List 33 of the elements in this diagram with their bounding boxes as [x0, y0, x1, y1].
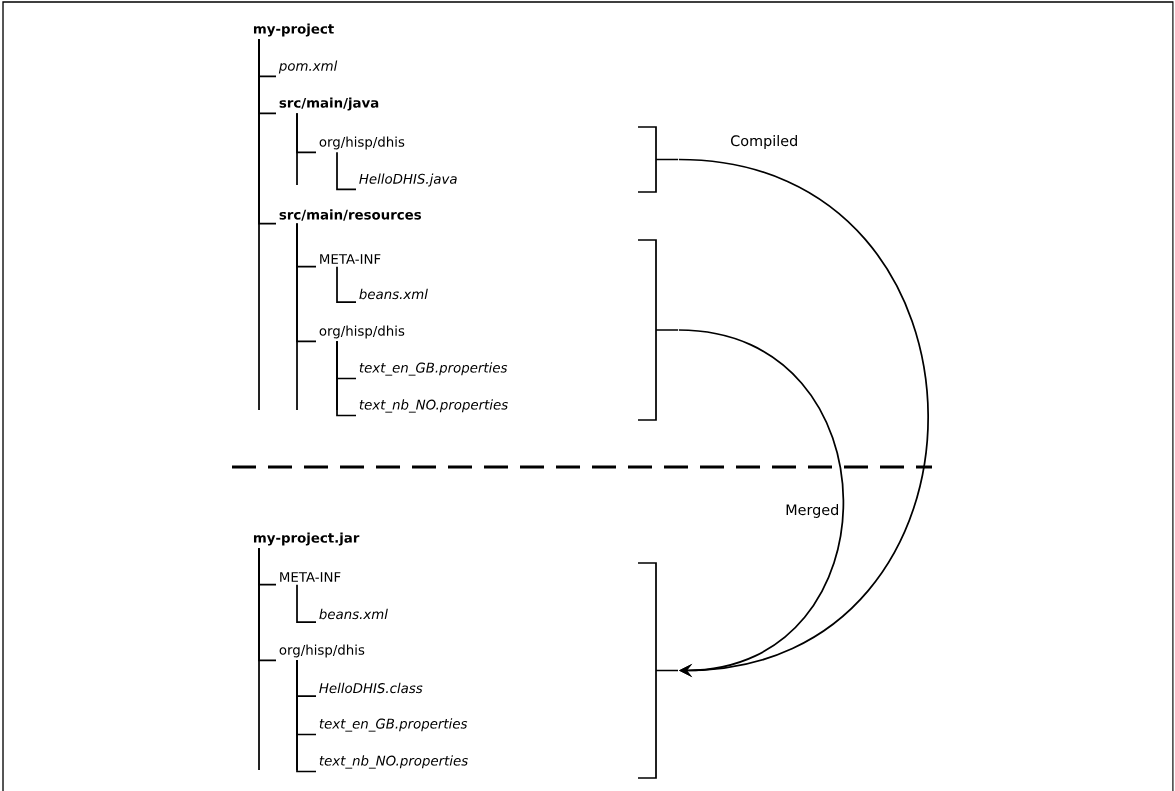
tree-branch	[336, 265, 357, 303]
tree-branch	[336, 340, 357, 417]
tree-item: pom.xml	[278, 60, 338, 74]
bracket	[637, 562, 679, 779]
tree-item: src/main/resources	[279, 209, 421, 221]
tree-item: text_nb_NO.properties	[319, 755, 468, 769]
tree-item: beans.xml	[359, 288, 428, 300]
tree-item: org/hisp/dhis	[279, 644, 365, 658]
tree-item: my-project.jar	[254, 532, 360, 546]
edge-label: Merged	[783, 502, 841, 520]
tree-item: HelloDHIS.java	[359, 173, 457, 187]
tree-branch	[258, 38, 277, 225]
tree-item: META-INF	[280, 572, 341, 582]
bracket	[637, 126, 679, 193]
tree-item: text_en_GB.properties	[359, 362, 508, 376]
tree-item: text_en_GB.properties	[319, 718, 468, 732]
tree-branch	[296, 659, 317, 773]
tree-item: beans.xml	[319, 608, 388, 620]
tree-branch	[296, 112, 317, 154]
bracket	[637, 239, 679, 421]
tree-item: META-INF	[320, 254, 381, 264]
tree-item: src/main/java	[279, 97, 379, 111]
tree-item: org/hisp/dhis	[319, 325, 405, 339]
tree-branch	[296, 583, 317, 623]
tree-branch	[258, 547, 277, 662]
curved-arrow	[678, 329, 845, 678]
tree-item: text_nb_NO.properties	[359, 399, 508, 413]
tree-branch	[296, 222, 317, 343]
tree-item: my-project	[254, 23, 334, 37]
tree-item: org/hisp/dhis	[319, 136, 405, 150]
edge-label: Compiled	[728, 133, 800, 151]
tree-item: HelloDHIS.class	[319, 682, 423, 694]
tree-branch	[336, 151, 357, 191]
